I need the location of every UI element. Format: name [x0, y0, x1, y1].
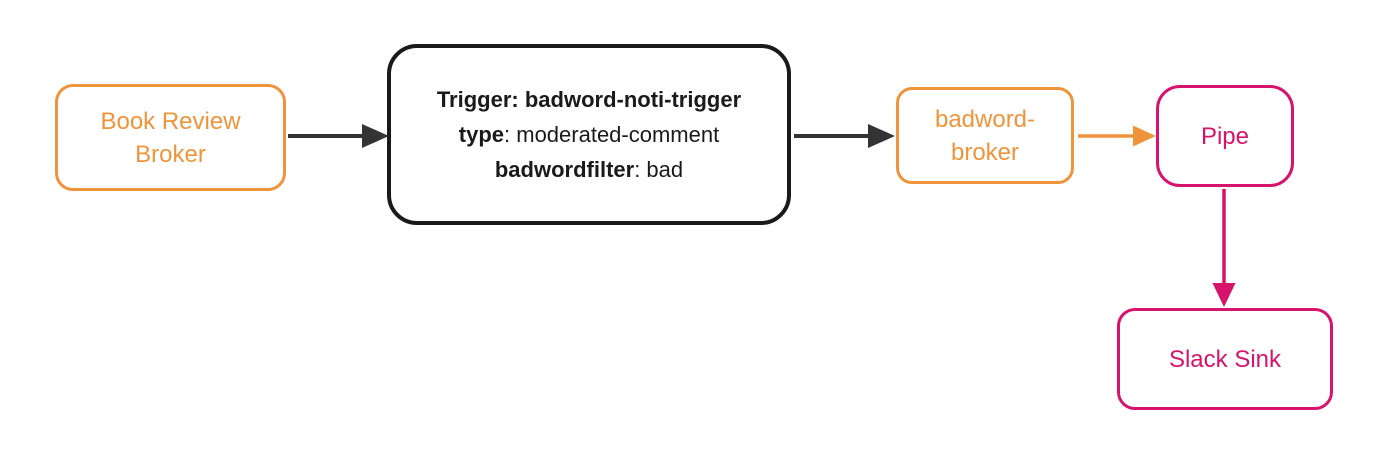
edge-pipe-to-slack-sink — [1212, 189, 1236, 307]
node-slack-sink: Slack Sink — [1117, 308, 1333, 410]
node-pipe-label: Pipe — [1200, 122, 1250, 150]
node-book-review-broker: Book Review Broker — [55, 84, 286, 191]
node-slack-sink-label: Slack Sink — [1168, 345, 1282, 373]
edge-book-review-broker-to-trigger — [288, 124, 389, 148]
trigger-line-2: type: moderated-comment — [459, 117, 719, 152]
node-trigger: Trigger: badword-noti-trigger type: mode… — [387, 44, 791, 225]
trigger-line-2-key: type — [458, 122, 505, 147]
trigger-line-3-value: : bad — [634, 157, 684, 182]
node-badword-broker-label: badword-broker — [934, 105, 1036, 166]
node-book-review-broker-label: Book Review Broker — [100, 107, 241, 168]
trigger-line-3-key: badwordfilter — [494, 157, 635, 182]
edge-trigger-to-badword-broker — [794, 124, 895, 148]
node-badword-broker: badword-broker — [896, 87, 1074, 184]
edge-badword-broker-to-pipe — [1078, 125, 1156, 147]
trigger-line-1: Trigger: badword-noti-trigger — [436, 87, 742, 112]
trigger-line-3: badwordfilter: bad — [495, 152, 683, 187]
node-pipe: Pipe — [1156, 85, 1294, 187]
trigger-line-2-value: : moderated-comment — [504, 122, 720, 147]
